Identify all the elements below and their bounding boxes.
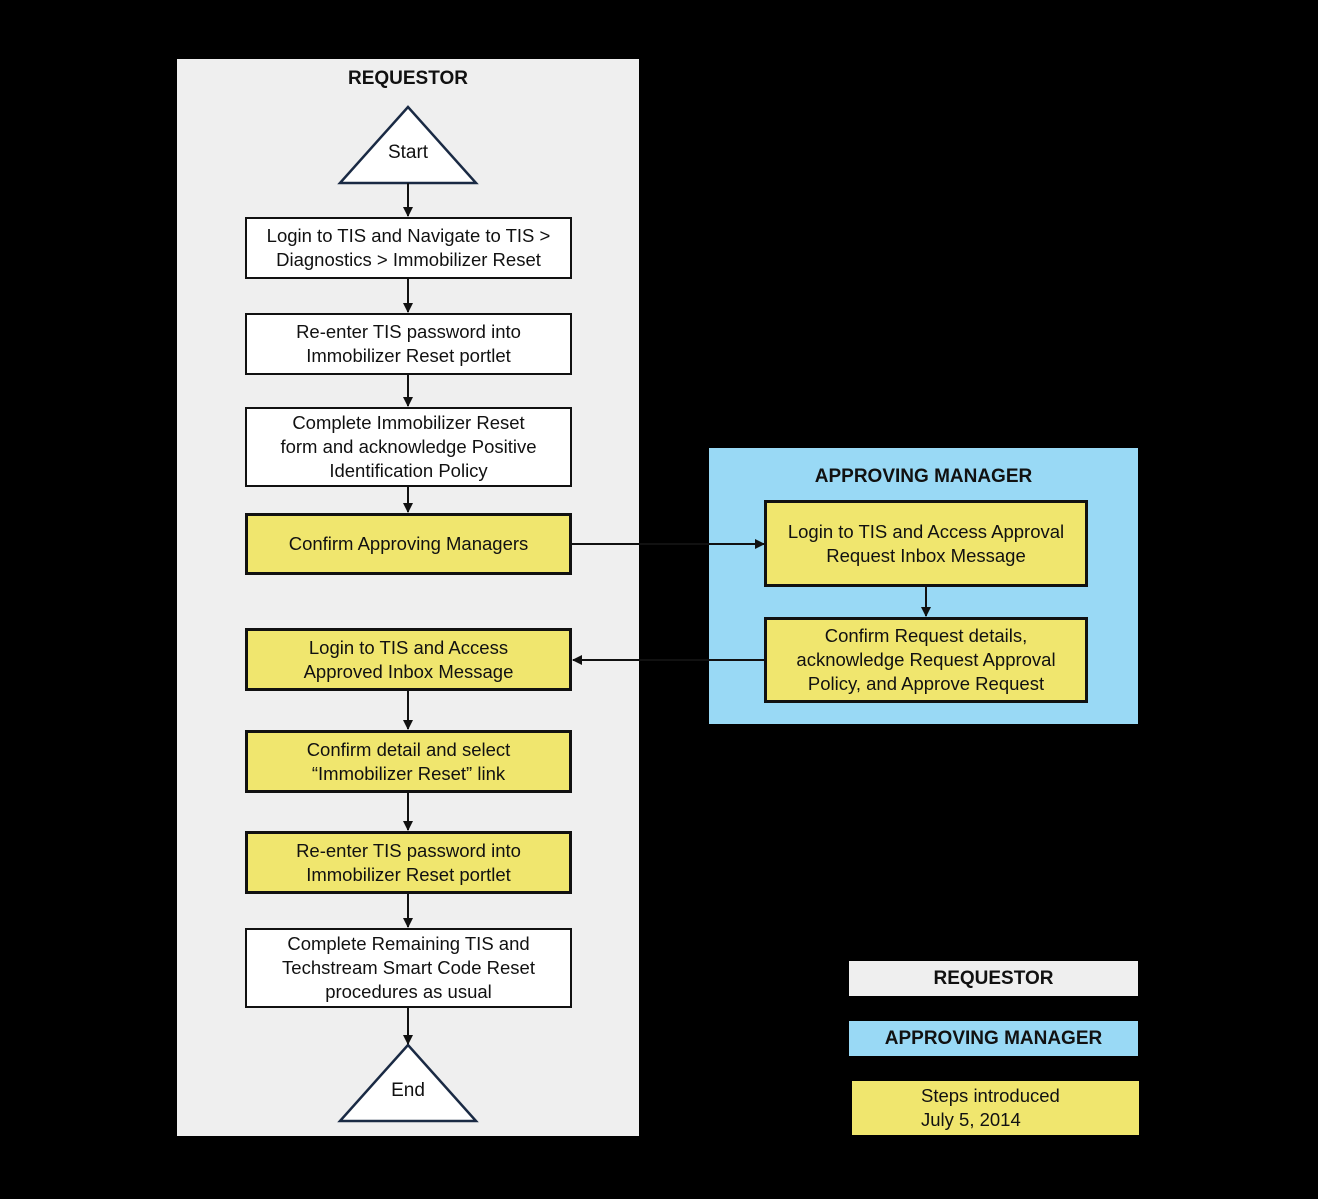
step-access-approved-inbox: Login to TIS and Access Approved Inbox M… bbox=[245, 628, 572, 691]
step-confirm-approving-managers: Confirm Approving Managers bbox=[245, 513, 572, 575]
start-label: Start bbox=[387, 142, 429, 163]
step-reenter-password: Re-enter TIS password into Immobilizer R… bbox=[245, 313, 572, 375]
legend-requestor: REQUESTOR bbox=[849, 961, 1138, 996]
step-select-reset-link: Confirm detail and select “Immobilizer R… bbox=[245, 730, 572, 793]
manager-step-approve-request: Confirm Request details, acknowledge Req… bbox=[764, 617, 1088, 703]
approving-manager-lane-title: APPROVING MANAGER bbox=[814, 466, 1033, 487]
legend-new-steps: Steps introduced July 5, 2014 bbox=[852, 1081, 1139, 1135]
step-complete-reset-form: Complete Immobilizer Reset form and ackn… bbox=[245, 407, 572, 487]
manager-step-access-request-inbox: Login to TIS and Access Approval Request… bbox=[764, 500, 1088, 587]
end-terminal bbox=[337, 1043, 479, 1123]
requestor-lane-title: REQUESTOR bbox=[347, 68, 468, 89]
step-complete-remaining-procedures: Complete Remaining TIS and Techstream Sm… bbox=[245, 928, 572, 1008]
legend-approving-manager: APPROVING MANAGER bbox=[849, 1021, 1138, 1056]
step-login-navigate: Login to TIS and Navigate to TIS > Diagn… bbox=[245, 217, 572, 279]
end-label: End bbox=[391, 1080, 425, 1101]
step-reenter-password-again: Re-enter TIS password into Immobilizer R… bbox=[245, 831, 572, 894]
